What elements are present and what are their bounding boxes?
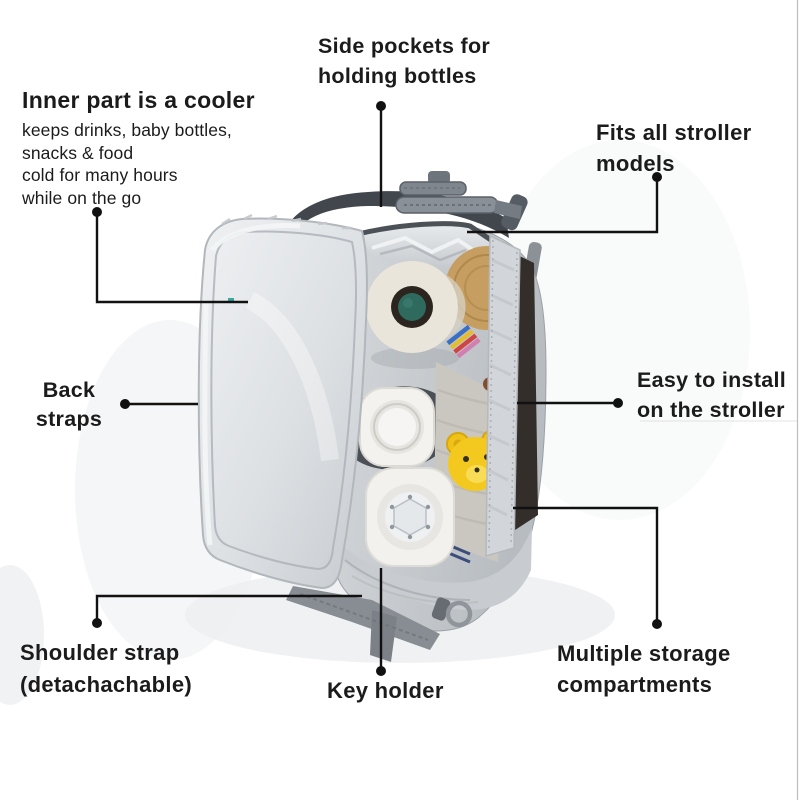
connector-back-straps	[120, 399, 198, 409]
striped-cloth	[446, 324, 481, 359]
connector-side-pockets	[376, 101, 386, 207]
label-line: Key holder	[327, 678, 444, 703]
label-line: Easy to install	[637, 368, 787, 392]
label-line: holding bottles	[318, 64, 477, 88]
label-line: Back	[42, 378, 96, 402]
label-line: Side pockets for	[318, 34, 491, 58]
label-title: Inner part is a cooler	[22, 87, 255, 113]
label-key-holder: Key holder	[327, 677, 444, 705]
baby-bottle-lower	[365, 467, 455, 567]
label-shoulder-strap: Shoulder strap (detachachable)	[20, 637, 192, 700]
connector-multiple-storage	[513, 506, 662, 629]
label-line: Shoulder strap	[20, 640, 180, 665]
label-inner-cooler: Inner part is a cooler keeps drinks, bab…	[22, 86, 255, 209]
shoulder-strap-detail	[286, 586, 473, 662]
connector-key-holder	[376, 568, 386, 676]
carry-handle-straps	[395, 171, 522, 219]
label-easy-install: Easy to install on the stroller	[637, 365, 786, 425]
label-line: cold for many hours	[22, 165, 178, 185]
label-line: straps	[35, 407, 103, 431]
label-line: Fits all stroller	[596, 120, 752, 145]
label-line: compartments	[557, 671, 713, 697]
label-multiple-storage: Multiple storage compartments	[557, 639, 730, 700]
bag-contents	[340, 234, 538, 567]
label-line: (detachachable)	[20, 671, 192, 697]
label-line: Multiple storage	[557, 641, 731, 666]
label-line: while on the go	[22, 187, 142, 208]
label-line: models	[596, 151, 675, 176]
label-line: snacks & food	[22, 142, 134, 163]
baby-bottle-upper	[359, 387, 435, 467]
cooler-flap-open	[197, 213, 368, 590]
connector-shoulder-strap	[92, 594, 362, 628]
label-line: keeps drinks, baby bottles,	[22, 120, 232, 140]
label-line: on the stroller	[637, 398, 785, 422]
connector-inner-cooler	[92, 207, 248, 304]
insulated-divider	[485, 234, 521, 557]
key-clip-hardware	[431, 597, 473, 628]
connector-easy-install	[517, 398, 623, 408]
label-fits-stroller: Fits all stroller models	[596, 117, 751, 179]
connector-fits-stroller	[467, 172, 662, 234]
label-side-pockets: Side pockets for holding bottles	[318, 31, 490, 91]
label-back-straps: Back straps	[30, 376, 108, 434]
